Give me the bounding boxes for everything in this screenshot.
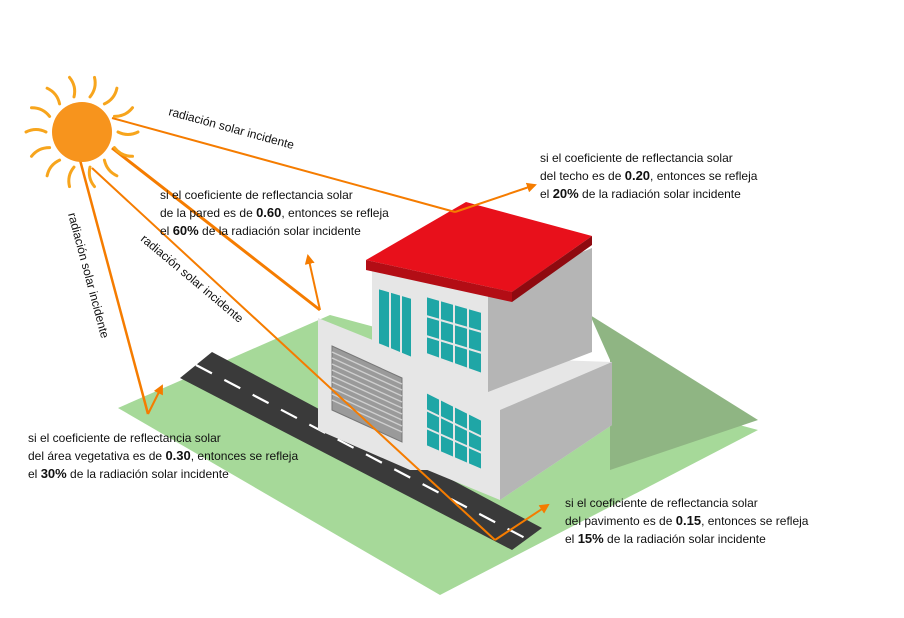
house-shadow xyxy=(590,315,758,470)
note-roof-percent: 20% xyxy=(552,186,579,201)
reflected-ray-vegetation xyxy=(147,384,163,415)
note-vegetation-value: 0.30 xyxy=(165,448,191,463)
sun-ray xyxy=(45,158,62,178)
sun-ray xyxy=(112,106,134,118)
incident-ray-wall xyxy=(111,146,321,312)
note-wall: si el coeficiente de reflectancia solar … xyxy=(160,188,389,238)
sun-ray xyxy=(30,146,52,158)
incident-ray-roof xyxy=(111,117,456,213)
sun-ray xyxy=(102,86,119,106)
note-wall-value: 0.60 xyxy=(256,205,282,220)
sun-ray xyxy=(116,130,140,136)
sun-ray xyxy=(88,75,97,99)
note-pavement-percent: 15% xyxy=(577,531,604,546)
note-pavement-value: 0.15 xyxy=(675,513,702,528)
incident-ray-pavement xyxy=(91,167,496,541)
lower-window xyxy=(425,390,483,472)
ray-label-wall: radiación solar incidente xyxy=(138,232,246,326)
sun-ray xyxy=(68,75,77,99)
upper-right-window xyxy=(425,294,483,376)
roof-front-edge xyxy=(366,260,512,302)
note-vegetation-percent: 30% xyxy=(40,466,67,481)
reflected-ray-pavement xyxy=(494,503,550,541)
reflected-ray-roof xyxy=(454,182,537,213)
sun-ray xyxy=(67,165,76,189)
ray-label-vegetation: radiación solar incidente xyxy=(65,211,112,340)
note-roof-line1: si el coeficiente de reflectancia solar xyxy=(540,151,733,165)
note-roof: si el coeficiente de reflectancia solar … xyxy=(540,151,758,201)
reflected-ray-wall xyxy=(304,254,321,311)
garage-door xyxy=(331,345,403,443)
note-roof-value: 0.20 xyxy=(624,168,651,183)
note-vegetation-line1: si el coeficiente de reflectancia solar xyxy=(28,431,221,445)
sun-ray xyxy=(102,158,119,178)
incident-ray-vegetation xyxy=(78,159,150,415)
house-lower-right-side xyxy=(500,362,612,500)
note-pavement: si el coeficiente de reflectancia solar … xyxy=(565,496,809,546)
sun-icon xyxy=(24,75,140,189)
note-vegetation: si el coeficiente de reflectancia solar … xyxy=(28,431,299,481)
roof-top xyxy=(366,202,592,292)
sun-ray xyxy=(87,165,96,189)
roof-side-edge xyxy=(512,236,592,302)
sun-ray xyxy=(45,86,62,106)
note-pavement-line1: si el coeficiente de reflectancia solar xyxy=(565,496,758,510)
note-wall-percent: 60% xyxy=(172,223,199,238)
ray-label-roof: radiación solar incidente xyxy=(167,104,296,152)
upper-left-window xyxy=(377,286,413,360)
sun-ray xyxy=(112,146,134,158)
note-wall-line1: si el coeficiente de reflectancia solar xyxy=(160,188,353,202)
sun-ray xyxy=(24,128,48,134)
sun-ray xyxy=(30,106,52,118)
